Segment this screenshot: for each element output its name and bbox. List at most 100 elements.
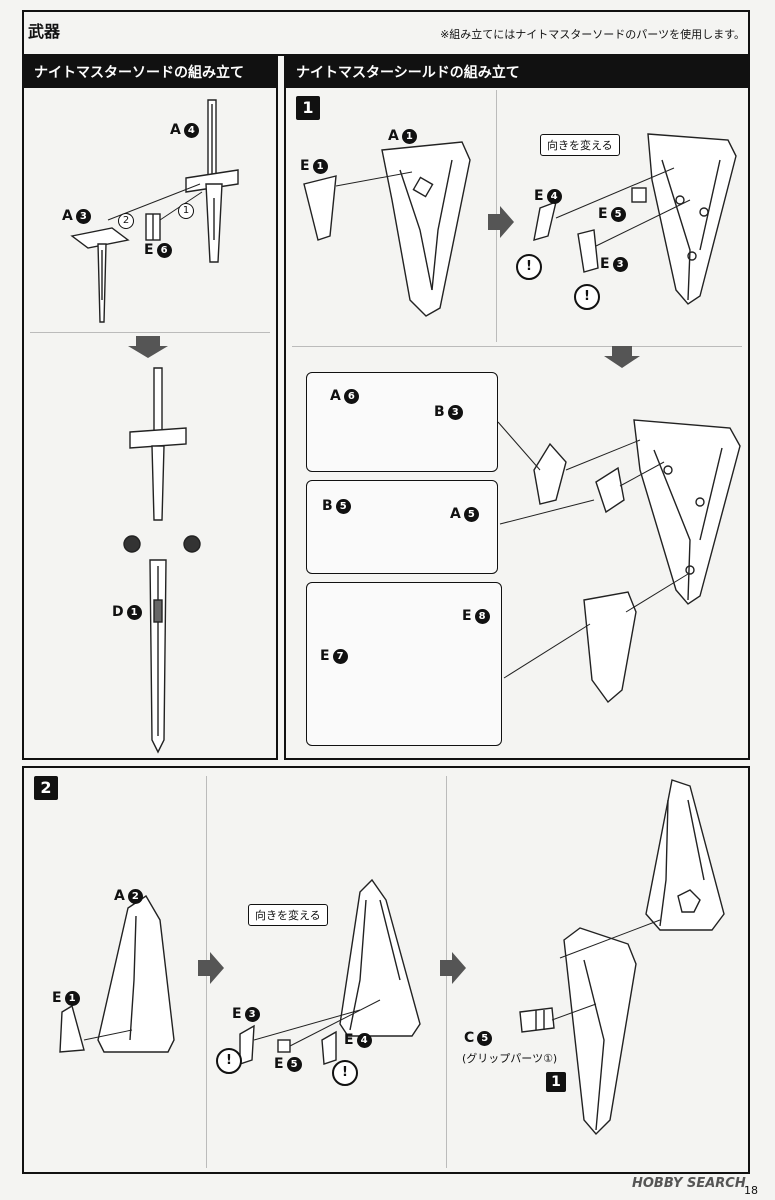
warning-icon-4: ! bbox=[332, 1060, 358, 1086]
shield-heading: ナイトマスターシールドの組み立て bbox=[286, 58, 748, 88]
label-s2-e5-letter: E bbox=[274, 1056, 284, 1072]
label-s2-e3-letter: E bbox=[232, 1006, 242, 1022]
sword-panel bbox=[22, 56, 278, 760]
right-arrow-3 bbox=[440, 952, 466, 984]
watermark: HOBBY SEARCH bbox=[632, 1176, 746, 1191]
part-grip-c5 bbox=[519, 1007, 555, 1033]
label-s2-e3-num: 3 bbox=[244, 1006, 260, 1022]
sword-heading: ナイトマスターソードの組み立て bbox=[24, 58, 276, 88]
label-box1-a6-num: 6 bbox=[343, 388, 359, 404]
page-number: 18 bbox=[744, 1184, 758, 1197]
step2-e1 bbox=[59, 1004, 85, 1053]
label-s1-a1-letter: A bbox=[388, 128, 399, 144]
label-box3-e8-num: 8 bbox=[474, 608, 490, 624]
down-arrow-shield bbox=[604, 346, 640, 368]
step2-panel bbox=[22, 766, 750, 1174]
label-box3-e8-letter: E bbox=[462, 608, 472, 624]
label-d1-num: 1 bbox=[126, 604, 142, 620]
label-s1-e4-letter: E bbox=[534, 188, 544, 204]
order-first: 1 bbox=[178, 198, 194, 219]
order-second: 2 bbox=[118, 208, 134, 229]
step-ref-1: 1 bbox=[546, 1072, 566, 1092]
label-box3-e7-letter: E bbox=[320, 648, 330, 664]
sword-guard-part bbox=[70, 227, 130, 323]
label-s1-e5-num: 5 bbox=[610, 206, 626, 222]
shield-front-a1 bbox=[381, 141, 471, 317]
label-a4-letter: A bbox=[170, 122, 181, 138]
label-s2-a2-num: 2 bbox=[127, 888, 143, 904]
label-d1-letter: D bbox=[112, 604, 124, 620]
page-title: 武器 bbox=[28, 22, 61, 41]
callout-turn-1: 向きを変える bbox=[540, 134, 620, 156]
label-s2-e5-num: 5 bbox=[286, 1056, 302, 1072]
warning-icon-3: ! bbox=[216, 1048, 242, 1074]
callout-turn-2: 向きを変える bbox=[248, 904, 328, 926]
shield-cover bbox=[583, 591, 637, 704]
label-box3-e7-num: 7 bbox=[332, 648, 348, 664]
label-s1-a1-num: 1 bbox=[401, 128, 417, 144]
grip-part-note: (グリップパーツ①) bbox=[462, 1052, 558, 1065]
step2-a2 bbox=[97, 895, 175, 1053]
label-s1-e1-num: 1 bbox=[312, 158, 328, 174]
order-first-num: 1 bbox=[178, 203, 194, 219]
shield-panel bbox=[284, 56, 750, 760]
label-s1-e4-num: 4 bbox=[546, 188, 562, 204]
step2-shield-assembly bbox=[563, 927, 637, 1136]
shield-tip-e1 bbox=[303, 175, 337, 241]
step2-shield-front bbox=[645, 779, 725, 931]
shield-back-part bbox=[647, 133, 737, 305]
label-box2-b5-letter: B bbox=[322, 498, 333, 514]
part-e3 bbox=[577, 229, 599, 273]
part-e5 bbox=[631, 187, 647, 203]
step1-row-divider bbox=[292, 346, 742, 347]
label-a3-num: 3 bbox=[75, 208, 91, 224]
label-s2-c5-num: 5 bbox=[477, 1030, 493, 1046]
header-bar bbox=[22, 10, 750, 56]
label-box1-b3-letter: B bbox=[434, 404, 445, 420]
label-e6-num: 6 bbox=[156, 242, 172, 258]
label-box2-a5-num: 5 bbox=[463, 506, 479, 522]
part-e4 bbox=[533, 200, 557, 241]
label-s1-e3-letter: E bbox=[600, 256, 610, 272]
label-box2-b5-num: 5 bbox=[335, 498, 351, 514]
subassembly-box-2 bbox=[306, 480, 498, 574]
order-second-num: 2 bbox=[118, 213, 134, 229]
label-a3-letter: A bbox=[62, 208, 73, 224]
label-s1-e5-letter: E bbox=[598, 206, 608, 222]
label-s2-a2-letter: A bbox=[114, 888, 125, 904]
label-e6-letter: E bbox=[144, 242, 154, 258]
label-s1-e3-num: 3 bbox=[612, 256, 628, 272]
label-box1-b3-num: 3 bbox=[447, 404, 463, 420]
header-note: ※組み立てにはナイトマスターソードのパーツを使用します。 bbox=[440, 28, 745, 41]
label-box2-a5-letter: A bbox=[450, 506, 461, 522]
label-s2-e1-letter: E bbox=[52, 990, 62, 1006]
step2-marker: 2 bbox=[34, 776, 58, 800]
label-s2-e4-letter: E bbox=[344, 1032, 354, 1048]
down-arrow-sword bbox=[128, 336, 168, 358]
label-a4-num: 4 bbox=[183, 122, 199, 138]
label-s2-e4-num: 4 bbox=[356, 1032, 372, 1048]
subassembly-box-1 bbox=[306, 372, 498, 472]
shield-assembled-back bbox=[633, 419, 741, 605]
label-box1-a6-letter: A bbox=[330, 388, 341, 404]
warning-icon-2: ! bbox=[574, 284, 600, 310]
